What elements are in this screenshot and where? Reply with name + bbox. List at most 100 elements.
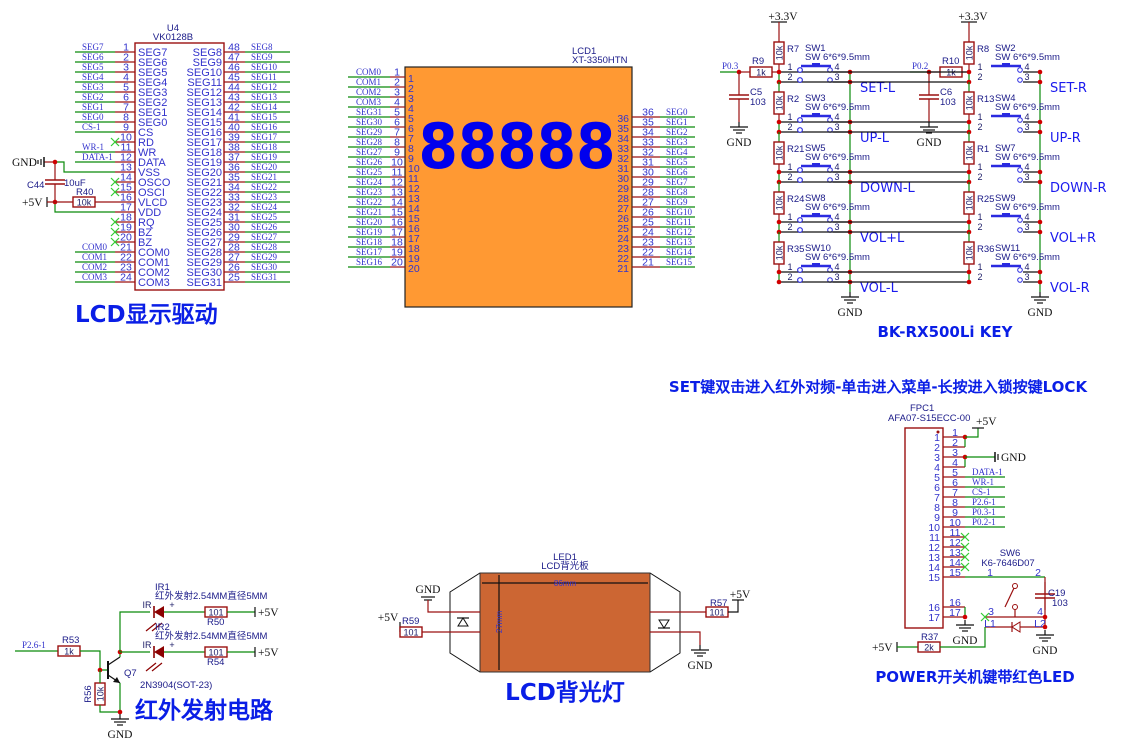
pin-number-inner: 36	[617, 113, 629, 125]
switch-actuator	[1002, 63, 1010, 66]
net-label: SEG3	[666, 137, 688, 147]
no-connect-icon	[110, 217, 120, 227]
net-label: SEG19	[251, 152, 278, 162]
ir-tag: IR	[143, 640, 153, 650]
resistor-ref: R1	[977, 144, 989, 155]
key-label: SET-R	[1050, 81, 1087, 96]
junction-dot	[966, 279, 972, 285]
pin-number-inner: 26	[617, 213, 629, 225]
pin-name: SEG19	[187, 157, 222, 169]
p33v-label: +3.3V	[768, 11, 798, 23]
switch-contact	[797, 127, 803, 133]
pin-number-inner: 35	[617, 123, 629, 135]
no-connect-icon	[110, 187, 120, 197]
transistor-icon	[113, 677, 120, 683]
pin-number: 4	[394, 97, 400, 109]
pin-number: 41	[228, 112, 240, 124]
pin-number: 20	[391, 257, 403, 269]
switch-pin-number: 3	[1024, 222, 1029, 232]
ir-led-icon	[154, 606, 164, 618]
net-label: SEG29	[251, 252, 278, 262]
u4-body	[134, 42, 225, 291]
resistor-value: 10k	[965, 95, 975, 110]
switch-actuator	[812, 213, 820, 216]
pin-number: 33	[228, 192, 240, 204]
net-label: SEG9	[251, 52, 273, 62]
no-connect-icon	[110, 237, 120, 247]
pin-number: 28	[228, 242, 240, 254]
pin-name: SEG23	[187, 197, 222, 209]
net-label: COM2	[82, 262, 107, 272]
pin-number: 15	[949, 567, 961, 579]
resistor-value: 101	[403, 628, 418, 638]
junction-dot	[776, 69, 782, 75]
pin-number: 20	[120, 232, 132, 244]
pin-number: 1	[952, 427, 958, 439]
led-icon	[1011, 621, 1021, 633]
pin-number: 29	[642, 177, 654, 189]
pin-number: 7	[952, 487, 958, 499]
pin-number: 24	[642, 227, 654, 239]
pin-name: SEG0	[138, 117, 167, 129]
no-connect-icon	[110, 227, 120, 237]
switch-part: SW 6*6*9.5mm	[995, 152, 1060, 163]
pin-number: 5	[123, 82, 129, 94]
pin-name: SEG20	[187, 167, 222, 179]
set-note: SET键双击进入红外对频-单击进入菜单-长按进入锁按键LOCK	[669, 378, 1089, 396]
switch-actuator	[812, 263, 820, 266]
net-label: P2.6-1	[972, 497, 996, 507]
junction-dot	[966, 119, 972, 125]
net-label: SEG10	[666, 207, 693, 217]
pin-name: BZ	[138, 227, 152, 239]
net-label: SEG7	[666, 177, 688, 187]
pin-number: 8	[952, 497, 958, 509]
pin-number: 17	[391, 227, 403, 239]
q7-ref: Q7	[124, 668, 137, 679]
sw6-pin: 2	[1035, 567, 1041, 579]
net-label: SEG22	[251, 182, 277, 192]
pin-name: SEG26	[187, 227, 222, 239]
gnd-label: GND	[12, 157, 37, 169]
ir1-desc: 红外发射2.54MM直径5MM	[155, 590, 268, 602]
pin-number-inner: 23	[617, 243, 629, 255]
pin-number-inner: 7	[408, 133, 414, 145]
r53-ref: R53	[62, 635, 79, 646]
key-label: VOL-L	[860, 281, 899, 296]
net-label: COM3	[356, 97, 382, 107]
pin-number: 42	[228, 102, 240, 114]
fpc1-body	[904, 427, 944, 629]
pin-number: 2	[123, 52, 129, 64]
pin-number: 33	[642, 137, 654, 149]
pin-number-inner: 18	[408, 243, 420, 255]
switch-actuator	[812, 163, 820, 166]
net-label: SEG14	[666, 247, 693, 257]
switch-actuator	[1002, 163, 1010, 166]
net-label: P0.3	[722, 61, 739, 71]
junction-dot	[966, 69, 972, 75]
gnd-label: GND	[838, 307, 863, 319]
pin-number: 47	[228, 52, 240, 64]
pin-number: 2	[952, 437, 958, 449]
net-label: SEG24	[251, 202, 278, 212]
pin-number-inner: 17	[408, 233, 420, 245]
r56-ref: R56	[83, 685, 94, 702]
net-label: SEG20	[356, 217, 383, 227]
pin-number-inner: 30	[617, 173, 629, 185]
pin-number: 30	[228, 222, 240, 234]
switch-pin-number: 2	[977, 272, 982, 282]
junction-dot	[1042, 614, 1048, 620]
ir-emission-icon	[151, 662, 163, 672]
pin-number: 16	[120, 192, 132, 204]
pin-number: 29	[228, 232, 240, 244]
pin-number-inner: 14	[928, 562, 940, 574]
net-label: SEG31	[251, 272, 277, 282]
switch-pin-number: 3	[1024, 172, 1029, 182]
pin-number: 9	[123, 122, 129, 134]
pin-number: 39	[228, 132, 240, 144]
ir-title: 红外发射电路	[135, 697, 274, 724]
pin-number: 6	[952, 477, 958, 489]
pin-number: 26	[642, 207, 654, 219]
pin-number: 38	[228, 142, 240, 154]
pin-number: 23	[642, 237, 654, 249]
net-label: SEG22	[356, 197, 382, 207]
